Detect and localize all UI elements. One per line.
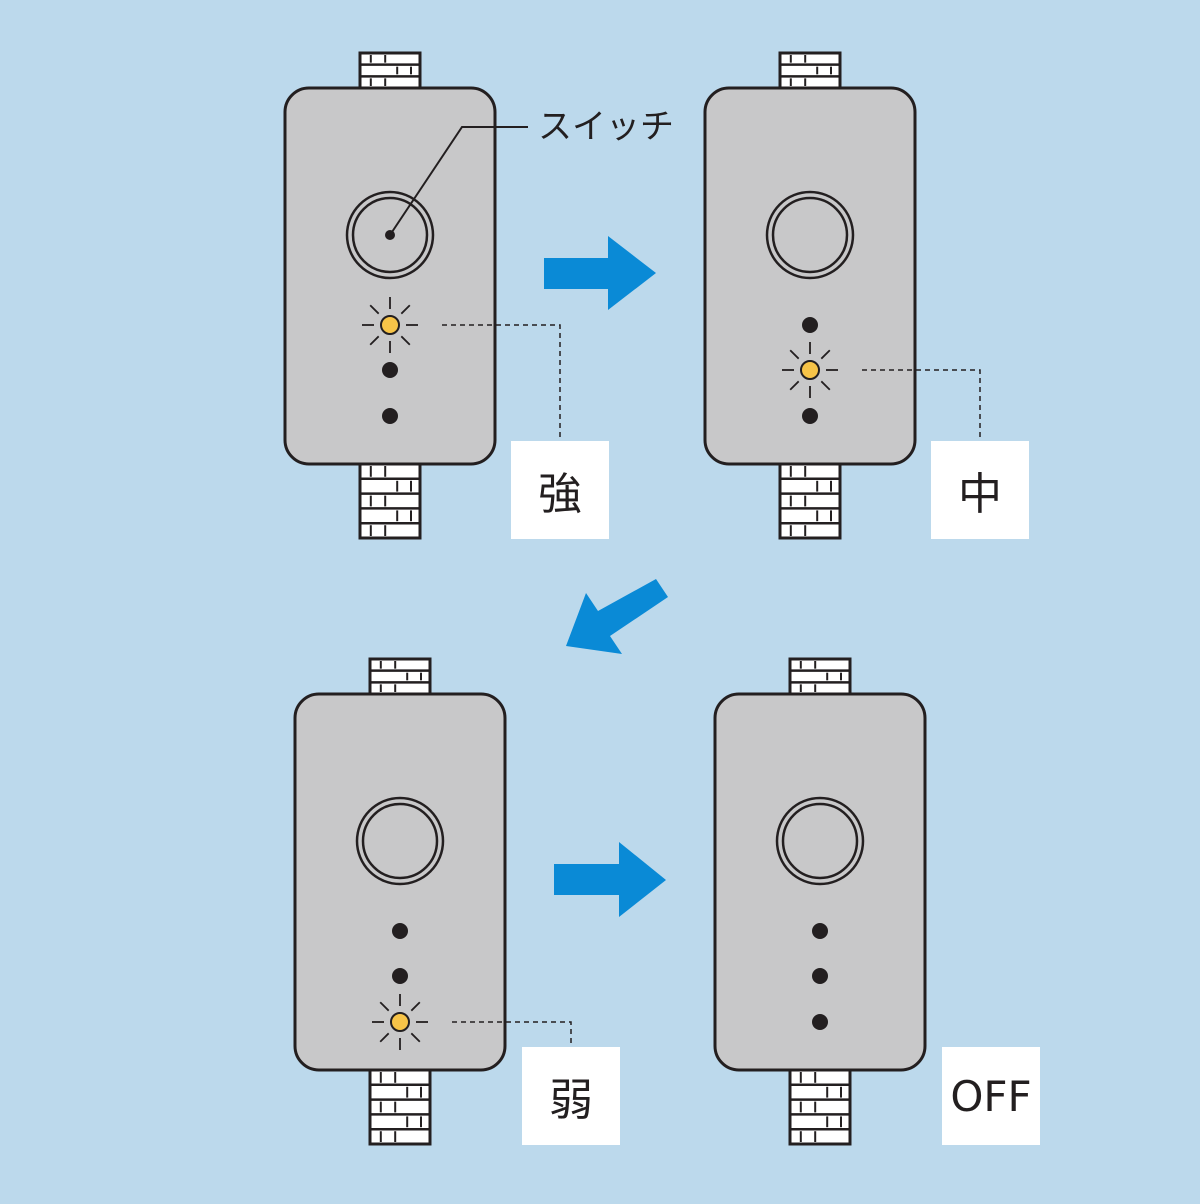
cable-top-medium	[778, 51, 842, 90]
state-label-off: OFF	[942, 1047, 1040, 1145]
switch-button	[351, 196, 429, 274]
state-label-strong: 強	[511, 441, 609, 539]
led-3-dot-icon	[812, 1014, 828, 1030]
controller-strong	[283, 86, 497, 466]
cable-bottom-medium	[778, 462, 842, 540]
cable-top-off	[788, 657, 852, 696]
controller-off	[713, 692, 927, 1072]
state-label-weak: 弱	[522, 1047, 620, 1145]
leader-line-strong	[442, 324, 561, 441]
switch-button-ring	[355, 796, 445, 886]
switch-button-ring	[775, 796, 865, 886]
controller-weak	[293, 692, 507, 1072]
cable-bottom-off	[788, 1068, 852, 1146]
arrow-right-icon	[554, 842, 666, 917]
led-2-dot-icon	[392, 968, 408, 984]
led-2-dot-icon	[812, 968, 828, 984]
switch-callout-label: スイッチ	[538, 107, 674, 147]
led-2-glow-icon	[800, 360, 820, 380]
led-1-dot-icon	[802, 317, 818, 333]
switch-button-ring	[345, 190, 435, 280]
controller-body	[703, 86, 917, 466]
controller-medium	[703, 86, 917, 466]
switch-callout-line	[389, 126, 528, 236]
cable-top-weak	[368, 657, 432, 696]
led-1-glow-icon	[380, 315, 400, 335]
leader-line-medium	[862, 369, 981, 441]
led-1-dot-icon	[392, 923, 408, 939]
switch-button	[361, 802, 439, 880]
led-1-dot-icon	[812, 923, 828, 939]
switch-button	[771, 196, 849, 274]
arrow-right-icon	[544, 236, 656, 310]
controller-body	[293, 692, 507, 1072]
arrow-down-left-icon	[566, 579, 668, 654]
controller-body	[283, 86, 497, 466]
led-3-glow-icon	[390, 1012, 410, 1032]
controller-body	[713, 692, 927, 1072]
led-1-lit	[362, 297, 418, 353]
cable-bottom-strong	[358, 462, 422, 540]
led-2-lit	[782, 342, 838, 398]
state-label-medium: 中	[931, 441, 1029, 539]
led-2-dot-icon	[382, 362, 398, 378]
switch-button	[781, 802, 859, 880]
led-3-dot-icon	[802, 408, 818, 424]
led-3-dot-icon	[382, 408, 398, 424]
switch-button-ring	[765, 190, 855, 280]
cable-bottom-weak	[368, 1068, 432, 1146]
cable-top-strong	[358, 51, 422, 90]
led-3-lit	[372, 994, 428, 1050]
leader-line-weak	[452, 1021, 572, 1047]
